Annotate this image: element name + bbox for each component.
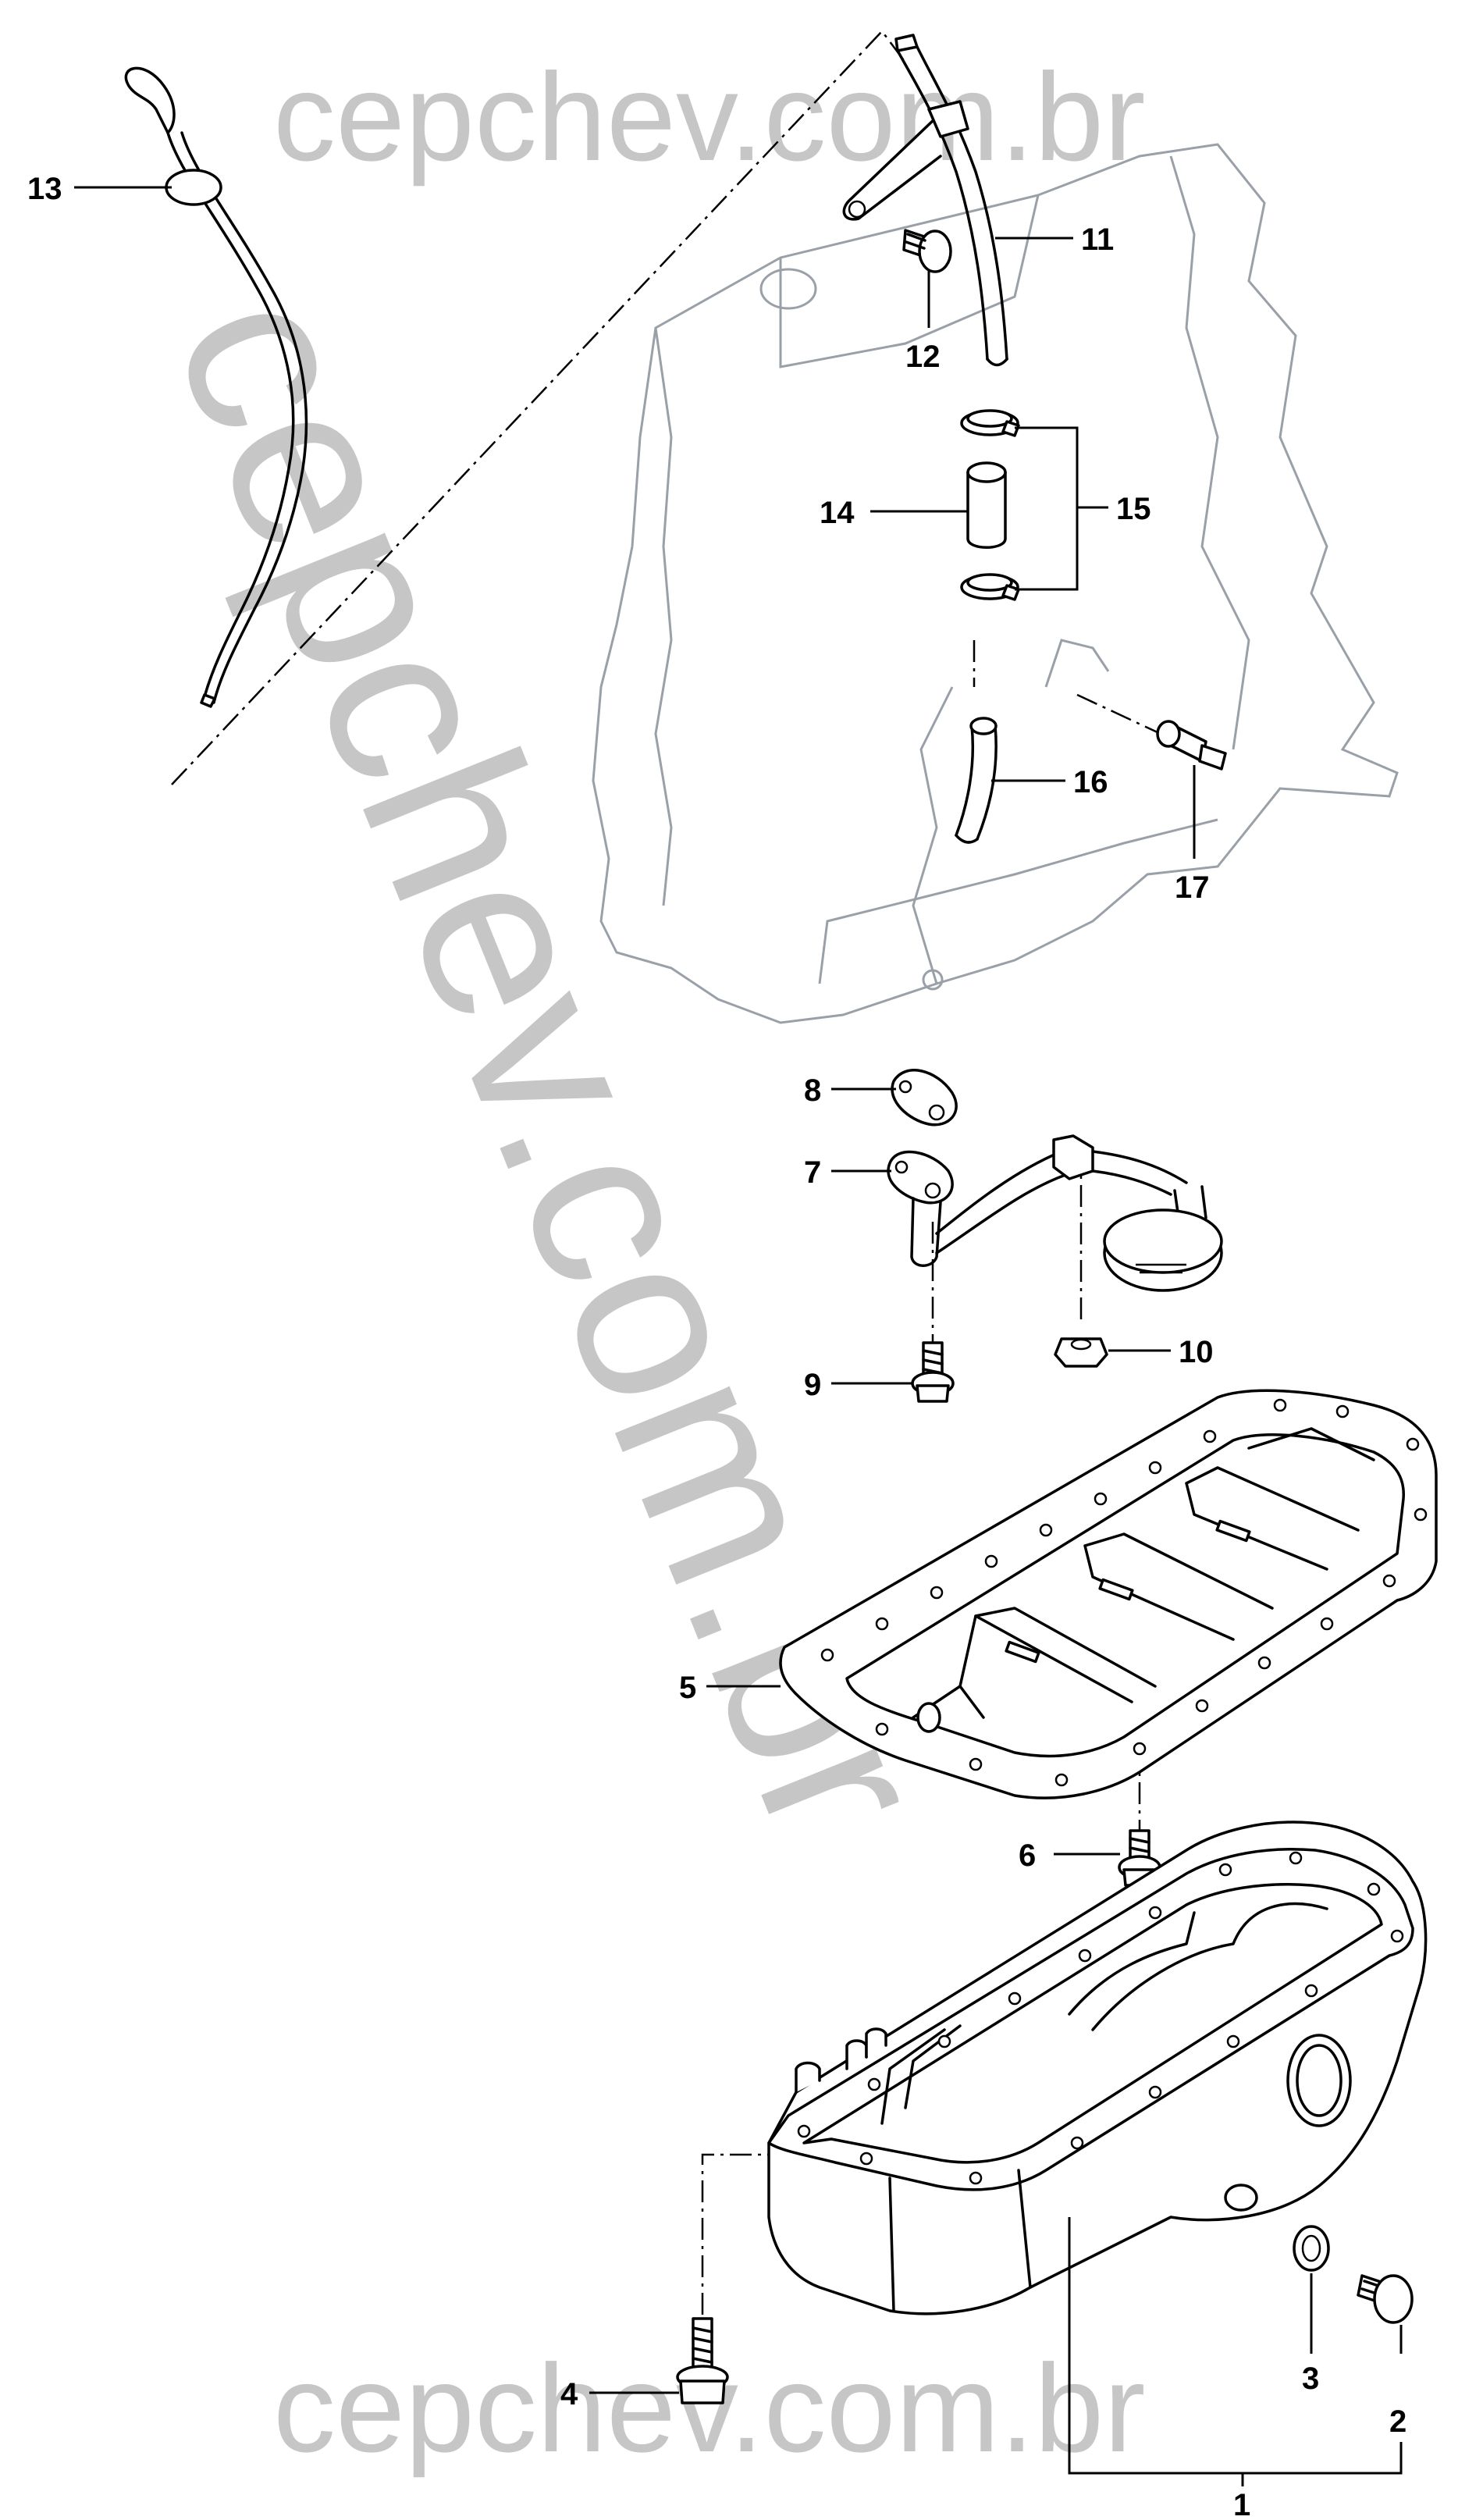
oil-pan-bolt-holes xyxy=(797,1851,1404,2185)
callout-15: 15 xyxy=(1116,492,1151,526)
callout-16: 16 xyxy=(1073,765,1108,799)
watermark-top: cepchev.com.br xyxy=(273,47,1146,187)
callout-11: 11 xyxy=(1081,222,1114,257)
drain-plug-gasket xyxy=(1293,2225,1330,2272)
oil-strainer xyxy=(887,1134,1223,1292)
guide-tube-bolt xyxy=(902,229,952,273)
strainer-nut xyxy=(1054,1337,1108,1368)
callout-14: 14 xyxy=(820,496,855,530)
oil-pan-bolt xyxy=(676,2317,729,2404)
callout-12: 12 xyxy=(905,340,941,374)
callout-7: 7 xyxy=(804,1155,821,1190)
callout-labels: 13 11 12 15 14 16 17 8 7 9 10 5 6 4 3 2 … xyxy=(27,172,1407,2520)
dipstick-guide-tube xyxy=(842,34,1008,367)
callout-2: 2 xyxy=(1389,2404,1407,2439)
callout-5: 5 xyxy=(679,1671,696,1705)
hose-clamp-upper xyxy=(960,409,1020,437)
baffle-bolt-holes xyxy=(820,1398,1428,1787)
dipstick xyxy=(124,66,308,708)
callout-4: 4 xyxy=(560,2377,578,2411)
oil-pressure-switch xyxy=(1156,720,1227,771)
engine-block-ghost xyxy=(592,143,1399,1024)
callout-6: 6 xyxy=(1019,1838,1036,1873)
hose-clamp-lower xyxy=(960,573,1020,601)
strainer-bolt xyxy=(911,1341,955,1403)
oil-pan-baffle-plate xyxy=(779,1389,1438,1799)
breather-hose xyxy=(966,461,1007,549)
drain-plug xyxy=(1357,2274,1414,2324)
strainer-gasket xyxy=(891,1069,958,1127)
callout-13: 13 xyxy=(27,172,62,206)
callout-9: 9 xyxy=(804,1368,821,1402)
callout-3: 3 xyxy=(1302,2362,1319,2396)
callout-8: 8 xyxy=(804,1073,821,1108)
callout-10: 10 xyxy=(1179,1335,1214,1369)
callout-17: 17 xyxy=(1175,870,1210,905)
callout-1: 1 xyxy=(1233,2488,1250,2520)
breather-pipe xyxy=(955,717,998,844)
leader-lines xyxy=(74,186,1403,2486)
oil-pan xyxy=(767,1821,1428,2315)
